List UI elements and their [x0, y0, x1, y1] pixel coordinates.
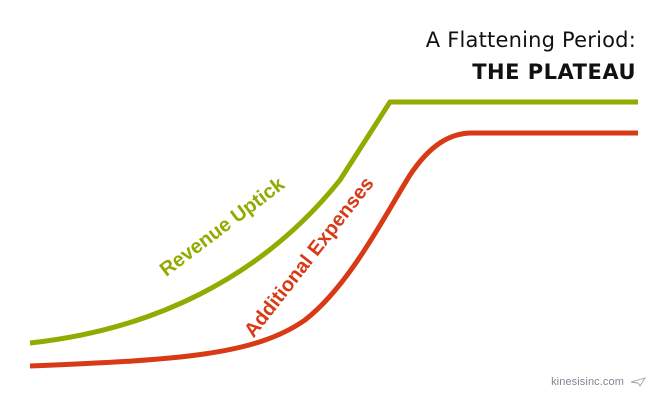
additional-expenses-curve	[29, 130, 638, 369]
revenue-uptick-label: Revenue Uptick	[156, 173, 290, 281]
diagram-title: A Flattening Period: THE PLATEAU	[426, 28, 636, 84]
brand-name: kinesisinc.com	[551, 376, 624, 388]
revenue-uptick-curve	[29, 99, 638, 346]
brand-footer: kinesisinc.com	[551, 376, 647, 388]
title-line-1: A Flattening Period:	[425, 28, 636, 52]
title-line-2: THE PLATEAU	[472, 60, 636, 84]
paper-plane-icon	[630, 377, 647, 387]
